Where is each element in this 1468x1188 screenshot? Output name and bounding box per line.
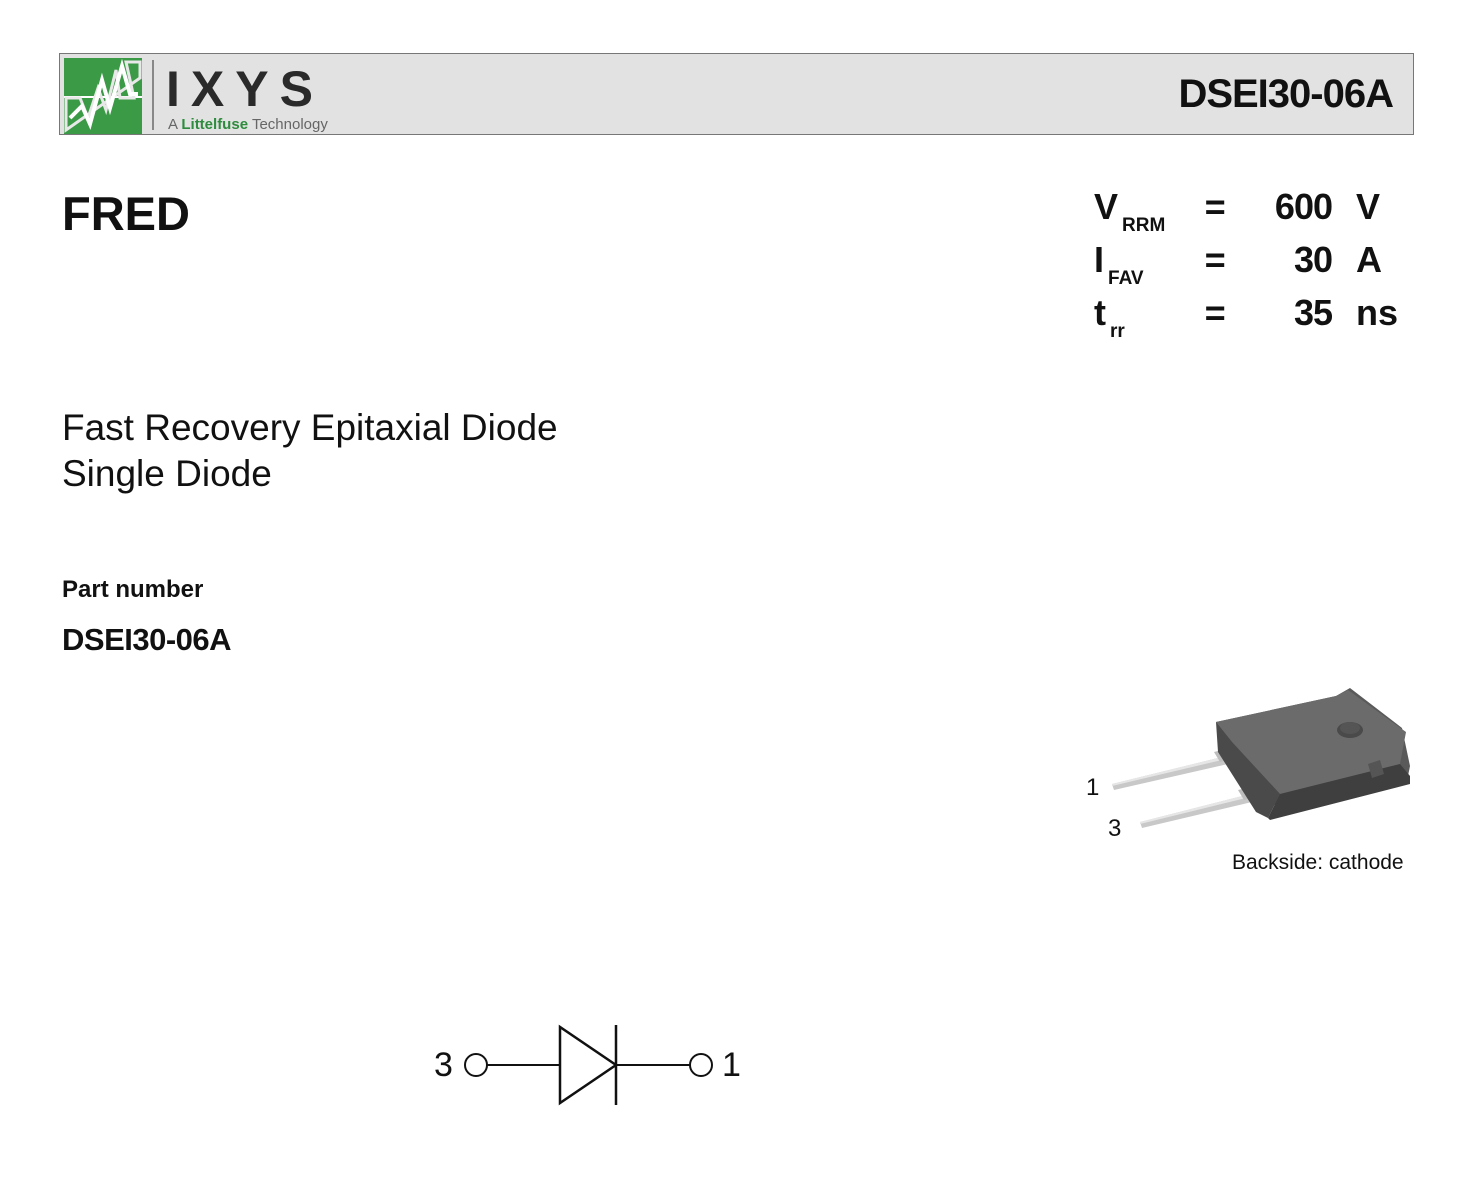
product-description: Fast Recovery Epitaxial Diode Single Dio… [62,405,558,497]
logo-wordmark: IXYS [166,61,324,117]
spec-equals: = [1204,292,1226,333]
spec-equals: = [1204,239,1226,280]
spec-value: 600 [1274,186,1333,227]
ixys-logo-icon [64,58,142,134]
backside-note: Backside: cathode [1232,851,1404,874]
spec-unit: A [1356,239,1382,280]
product-family: FRED [62,187,190,240]
pin-label-1: 1 [1086,774,1100,801]
schematic-terminal-left: 3 [434,1046,453,1084]
part-number-label: Part number [62,576,204,603]
description-line-1: Fast Recovery Epitaxial Diode [62,407,558,448]
part-number-value: DSEI30-06A [62,622,232,657]
tagline-prefix: A [168,116,178,133]
spec-unit: V [1356,186,1381,227]
schematic-terminal-right: 1 [722,1046,741,1084]
diode-schematic-icon [464,1024,713,1106]
spec-subscript: rr [1110,321,1125,342]
spec-equals: = [1204,186,1226,227]
spec-subscript: FAV [1108,268,1144,289]
spec-subscript: RRM [1122,215,1166,236]
logo-divider [152,60,154,130]
pin-label-3: 3 [1108,815,1122,842]
spec-unit: ns [1356,292,1399,333]
header-part-number: DSEI30-06A [1178,72,1394,116]
logo-tagline: A Littelfuse Technology [168,116,328,134]
to247-package-icon [1112,688,1410,828]
header-band: IXYS A Littelfuse Technology DSEI30-06A [59,53,1414,135]
spec-value: 35 [1293,292,1333,333]
spec-value: 30 [1293,239,1333,280]
tagline-brand: Littelfuse [181,116,249,133]
tagline-suffix: Technology [251,116,328,133]
description-line-2: Single Diode [62,453,272,494]
